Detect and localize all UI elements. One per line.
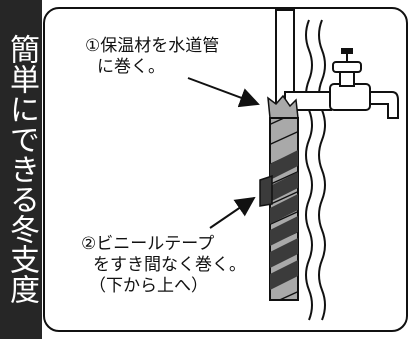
arrow-to-tape [209,196,256,229]
annotation-step-1-line-1: ①保温材を水道管 [85,36,220,56]
annotation-step-1-line-2: に巻く。 [97,57,165,77]
tape-end-flap [259,174,273,207]
annotation-step-2-line-1: ②ビニールテープ [81,234,215,254]
annotation-step-2: ②ビニールテープ をすき間なく巻く。 （下から上へ） [81,234,246,297]
faucet-icon [329,48,399,119]
wall-line-left [305,19,313,321]
sidebar-banner: 簡単にできる冬支度 [0,0,42,339]
wall-line-right [318,19,326,321]
annotation-step-1: ①保温材を水道管 に巻く。 [85,36,219,78]
annotation-step-2-line-2: をすき間なく巻く。 [93,255,246,275]
arrow-to-insulation [187,77,260,108]
annotation-step-2-line-3: （下から上へ） [89,276,208,296]
vinyl-tape-wrap [270,150,298,290]
sidebar-title: 簡単にできる冬支度 [4,34,39,304]
